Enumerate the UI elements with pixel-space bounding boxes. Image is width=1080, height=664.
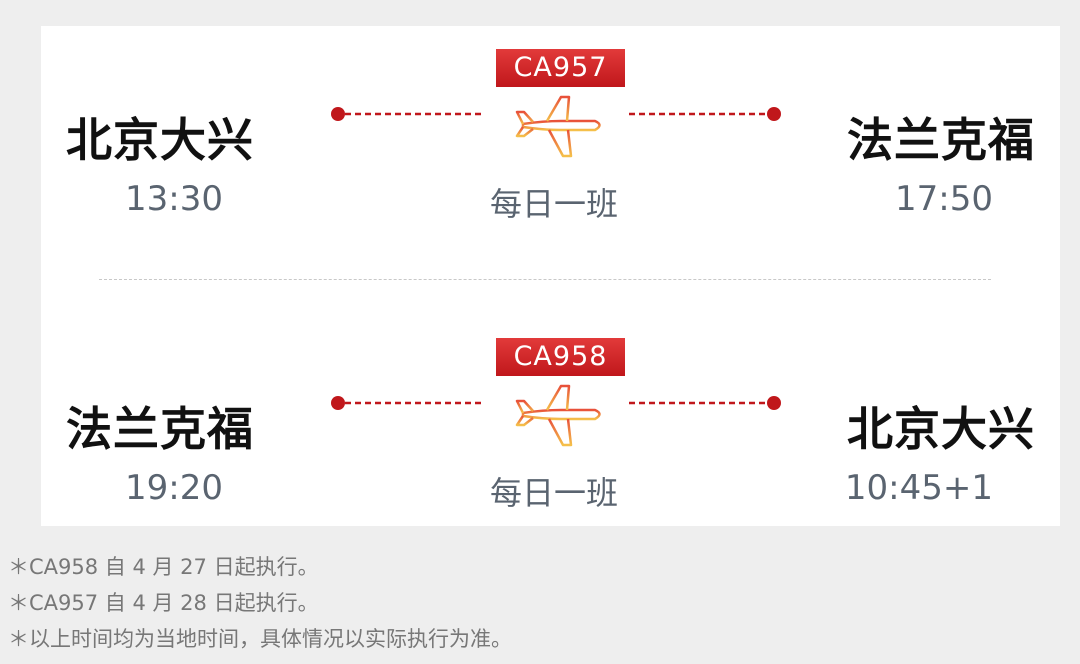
- route-outbound: 北京大兴 13:30 CA957 每日一班 法: [41, 44, 1060, 244]
- route-origin-dot: [331, 107, 345, 121]
- arrival-time: 17:50: [895, 179, 993, 219]
- destination-city: 北京大兴: [847, 402, 1035, 456]
- departure-time: 19:20: [125, 468, 223, 508]
- flight-number-badge: CA958: [496, 338, 625, 376]
- destination-city: 法兰克福: [847, 113, 1035, 167]
- flight-number-badge: CA957: [496, 49, 625, 87]
- origin-city: 法兰克福: [66, 402, 254, 456]
- route-return: 法兰克福 19:20 CA958 每日一班 北: [41, 333, 1060, 533]
- footnote: ＊以上时间均为当地时间，具体情况以实际执行为准。: [8, 627, 512, 651]
- route-line: [331, 107, 781, 121]
- departure-time: 13:30: [125, 179, 223, 219]
- frequency-label: 每日一班: [489, 474, 618, 512]
- footnote: ＊CA958 自 4 月 27 日起执行。: [8, 555, 319, 579]
- route-origin-dot: [331, 396, 345, 410]
- route-divider: [99, 279, 991, 280]
- airplane-icon: [515, 384, 601, 447]
- flight-schedule-card: 北京大兴 13:30 CA957 每日一班 法: [41, 26, 1060, 526]
- origin-city: 北京大兴: [66, 113, 254, 167]
- footnotes: ＊CA958 自 4 月 27 日起执行。 ＊CA957 自 4 月 28 日起…: [8, 549, 512, 657]
- route-line: [331, 396, 781, 410]
- arrival-time: 10:45+1: [844, 468, 993, 508]
- airplane-icon: [515, 95, 601, 158]
- footnote: ＊CA957 自 4 月 28 日起执行。: [8, 591, 319, 615]
- route-destination-dot: [767, 396, 781, 410]
- frequency-label: 每日一班: [489, 185, 618, 223]
- route-destination-dot: [767, 107, 781, 121]
